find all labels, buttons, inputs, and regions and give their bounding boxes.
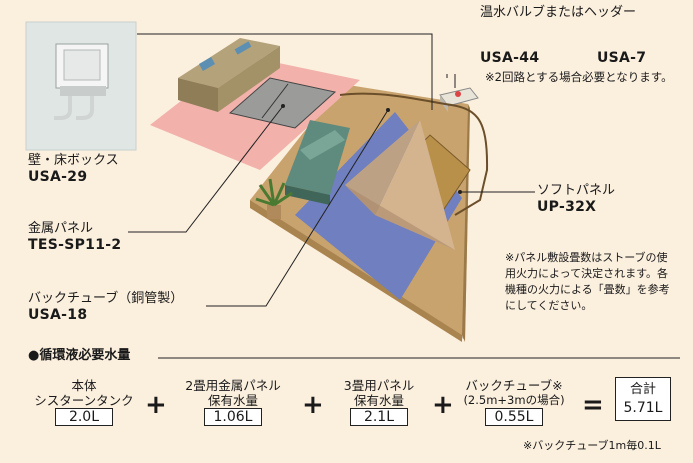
calc-term-2: 2畳用金属パネル 保有水量 1.06L <box>170 378 296 426</box>
equals-sign: = <box>582 390 604 420</box>
sofa <box>285 120 350 205</box>
kitchen-counter <box>178 38 280 112</box>
calc-term-2-value: 1.06L <box>204 408 262 426</box>
calc-term-1: 本体 シスターンタンク 2.0L <box>34 378 134 426</box>
plus-sign-2: + <box>302 390 324 420</box>
leader-lines <box>128 33 535 307</box>
valve-code-2: USA-7 <box>597 50 647 66</box>
calc-term-3-value: 2.1L <box>350 408 408 426</box>
potted-plant <box>255 178 293 219</box>
calc-total-label: 合計 <box>629 382 656 397</box>
calc-term-1-line1: 本体 <box>71 378 97 393</box>
floor-box-code: USA-29 <box>28 168 88 185</box>
valve-code-1: USA-44 <box>480 50 540 66</box>
soft-panel-name: ソフトパネル <box>537 183 616 198</box>
metal-panel-code: TES-SP11-2 <box>28 236 122 253</box>
back-tube <box>339 92 489 216</box>
valve-note: ※2回路とする場合必要となります。 <box>485 70 673 84</box>
calc-footnote: ※バックチューブ1m毎0.1L <box>523 439 661 452</box>
metal-panel-name: 金属パネル <box>28 221 94 236</box>
plus-sign-1: + <box>145 390 167 420</box>
calc-title: ●循環液必要水量 <box>28 348 131 363</box>
soft-panel-code: UP-32X <box>537 198 597 215</box>
calc-term-1-value: 2.0L <box>55 408 113 426</box>
metal-panel <box>228 77 337 129</box>
calc-term-4-value: 0.55L <box>485 408 543 426</box>
back-tube-code: USA-18 <box>28 306 88 323</box>
valve-name: 温水バルブまたはヘッダー <box>480 5 637 20</box>
calc-term-3: 3畳用パネル 保有水量 2.1L <box>330 378 428 426</box>
metal-panel-label: 金属パネル TES-SP11-2 <box>28 221 122 253</box>
floor-box-label: 壁・床ボックス USA-29 <box>28 153 119 185</box>
back-tube-label: バックチューブ（銅管製） USA-18 <box>28 291 184 323</box>
calc-term-1-line2: シスターンタンク <box>34 393 134 408</box>
valve-label: 温水バルブまたはヘッダー <box>480 5 637 21</box>
calc-term-3-line2: 保有水量 <box>353 393 404 408</box>
calc-total-box: 合計 5.71L <box>615 377 671 421</box>
calc-term-2-line1: 2畳用金属パネル <box>185 378 281 393</box>
plus-sign-3: + <box>432 390 454 420</box>
soft-panel-label: ソフトパネル UP-32X <box>537 183 616 215</box>
panel-note: ※パネル敷設畳数はストーブの使用火力によって決定されます。各機種の火力による「畳… <box>505 251 670 312</box>
calc-term-3-line1: 3畳用パネル <box>343 378 415 393</box>
calc-term-4: バックチューブ※ (2.5m+3mの場合) 0.55L <box>456 378 572 426</box>
calc-total-value: 5.71L <box>623 400 663 416</box>
calc-term-4-line2: (2.5m+3mの場合) <box>463 393 565 407</box>
back-tube-name: バックチューブ（銅管製） <box>28 291 184 306</box>
calc-term-2-line2: 保有水量 <box>207 393 258 408</box>
pyramid-rug <box>345 120 455 250</box>
floor-box-name: 壁・床ボックス <box>28 153 119 168</box>
floor-box-photo <box>25 21 137 151</box>
calc-term-4-line1: バックチューブ※ <box>465 378 563 393</box>
